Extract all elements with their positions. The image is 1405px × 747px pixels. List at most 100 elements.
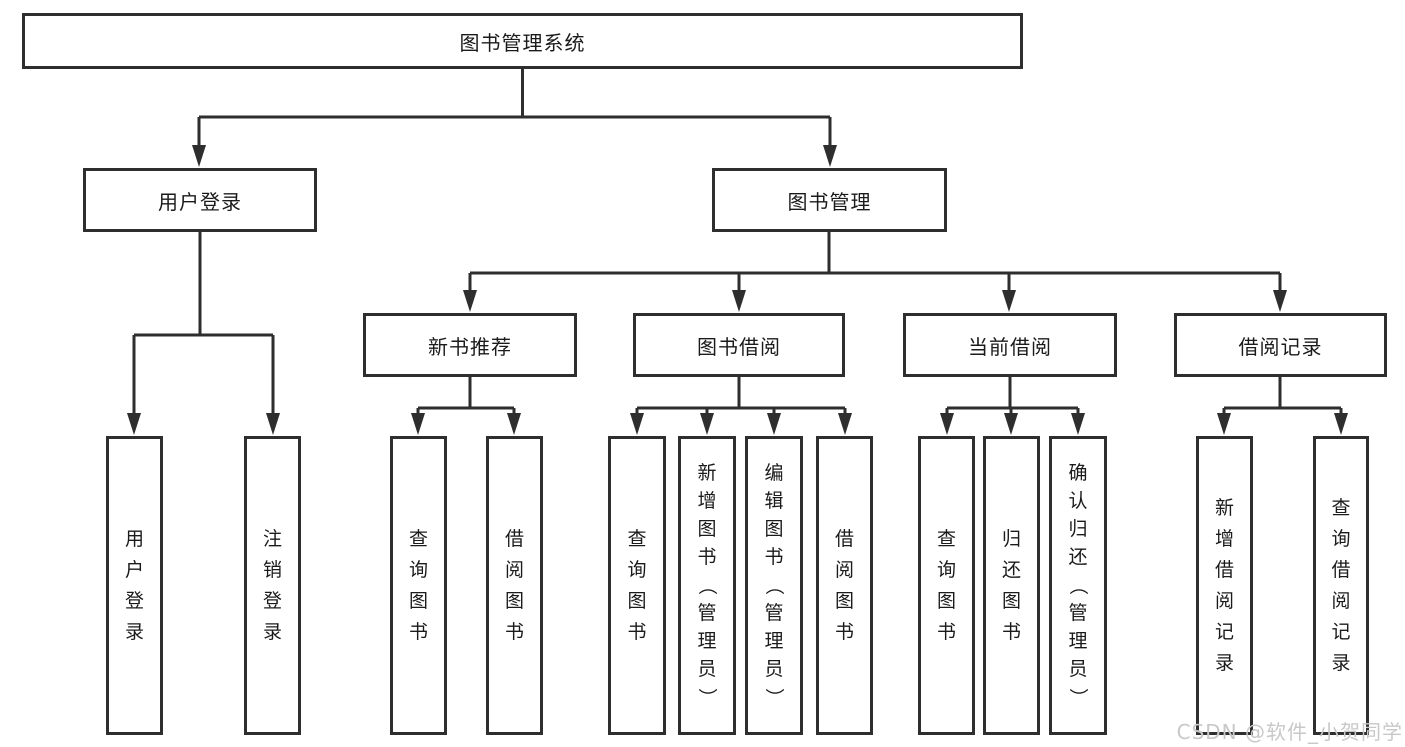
- arrowhead: [127, 413, 141, 435]
- arrowhead: [1004, 413, 1018, 435]
- watermark: CSDN @软件_小贺同学: [1176, 720, 1403, 744]
- vertical-char: 阅: [1214, 589, 1234, 612]
- vertical-char: 图: [764, 518, 784, 540]
- node-leaf-query-books-2: 查询图书: [608, 436, 666, 735]
- vertical-char: 图: [834, 589, 854, 612]
- vertical-char: 增: [697, 490, 717, 512]
- node-leaf-user-login: 用户登录: [106, 436, 163, 735]
- vertical-char: 书: [936, 620, 956, 643]
- vertical-char: 录: [1331, 651, 1351, 674]
- arrowhead: [1217, 413, 1231, 435]
- vertical-char: 录: [1214, 651, 1234, 674]
- node-leaf-return-books: 归还图书: [983, 436, 1040, 735]
- arrowhead: [732, 290, 746, 312]
- node-borrowing-records: 借阅记录: [1174, 313, 1387, 377]
- vertical-char: 图: [627, 589, 647, 612]
- node-new-book-recommend: 新书推荐: [363, 313, 577, 377]
- node-label-vertical: 查询借阅记录: [1331, 439, 1350, 732]
- node-label-vertical: 确认归还 （ 管理员 ）: [1067, 439, 1090, 732]
- vertical-char: 管: [1068, 602, 1088, 624]
- node-label-vertical: 查询图书: [627, 439, 646, 732]
- vertical-char: 查: [936, 527, 956, 550]
- vertical-char: 管: [697, 602, 717, 624]
- vertical-char: 登: [262, 589, 282, 612]
- vertical-char: 询: [936, 558, 956, 581]
- node-label-vertical: 借阅图书: [505, 439, 524, 732]
- node-label: 用户登录: [158, 189, 242, 214]
- vertical-char: 归: [1068, 518, 1088, 540]
- vertical-char: （: [1067, 575, 1090, 596]
- arrowhead: [507, 413, 521, 435]
- vertical-char: 图: [697, 518, 717, 540]
- vertical-char: 书: [408, 620, 428, 643]
- node-leaf-confirm-return: 确认归还 （ 管理员 ）: [1049, 436, 1107, 735]
- vertical-char: 借: [1331, 558, 1351, 581]
- vertical-char: 书: [1001, 620, 1021, 643]
- vertical-char: 图: [408, 589, 428, 612]
- arrowhead: [463, 290, 477, 312]
- vertical-char: 记: [1331, 620, 1351, 643]
- vertical-char: ）: [763, 687, 786, 708]
- connector-book-management-split: [468, 232, 1282, 291]
- vertical-char: 书: [627, 620, 647, 643]
- node-leaf-query-books-1: 查询图书: [390, 436, 447, 735]
- vertical-char: 书: [834, 620, 854, 643]
- node-label-vertical: 新增借阅记录: [1215, 439, 1234, 732]
- vertical-char: 书: [504, 620, 524, 643]
- vertical-char: 确: [1068, 462, 1088, 484]
- vertical-char: 理: [764, 630, 784, 652]
- vertical-char: 阅: [1331, 589, 1351, 612]
- arrowhead: [630, 413, 644, 435]
- vertical-char: 还: [1068, 546, 1088, 568]
- node-label-vertical: 查询图书: [937, 439, 956, 732]
- vertical-char: 辑: [764, 490, 784, 512]
- vertical-char: 归: [1001, 527, 1021, 550]
- vertical-char: 用: [124, 527, 144, 550]
- vertical-char: 员: [764, 658, 784, 680]
- vertical-char: 注: [262, 527, 282, 550]
- vertical-char: 员: [1068, 658, 1088, 680]
- vertical-char: 借: [834, 527, 854, 550]
- node-label: 借阅记录: [1238, 334, 1323, 359]
- vertical-char: 理: [1068, 630, 1088, 652]
- connector-borrowing-records-split: [1222, 377, 1343, 414]
- vertical-char: 认: [1068, 490, 1088, 512]
- vertical-char: 书: [697, 546, 717, 568]
- node-current-borrowing: 当前借阅: [903, 313, 1117, 377]
- vertical-char: 图: [936, 589, 956, 612]
- node-leaf-add-books: 新增图书（管理员）: [678, 436, 736, 735]
- node-user-login: 用户登录: [83, 168, 317, 232]
- vertical-char: 理: [697, 630, 717, 652]
- arrowhead: [838, 413, 852, 435]
- node-label-vertical: 查询图书: [409, 439, 428, 732]
- arrowhead: [1071, 413, 1085, 435]
- node-label: 图书借阅: [697, 334, 781, 359]
- node-leaf-edit-books: 编辑图书（管理员）: [745, 436, 803, 735]
- vertical-char: 查: [408, 527, 428, 550]
- vertical-char: 还: [1001, 558, 1021, 581]
- node-label-vertical: 注销登录: [263, 439, 282, 732]
- node-label-vertical: 归还图书: [1002, 439, 1021, 732]
- vertical-char: 登: [124, 589, 144, 612]
- node-leaf-logout: 注销登录: [244, 436, 301, 735]
- node-label: 图书管理: [787, 189, 872, 214]
- arrowhead: [1334, 413, 1348, 435]
- vertical-char: 录: [262, 620, 282, 643]
- vertical-char: 询: [1331, 527, 1351, 550]
- vertical-char: 编: [764, 462, 784, 484]
- arrowhead: [411, 413, 425, 435]
- vertical-char: 员: [697, 658, 717, 680]
- vertical-char: 图: [504, 589, 524, 612]
- vertical-char: 询: [627, 558, 647, 581]
- vertical-char: 书: [764, 546, 784, 568]
- connector-current-borrowing-split: [945, 377, 1080, 414]
- vertical-char: 阅: [504, 558, 524, 581]
- arrowhead: [1002, 290, 1016, 312]
- vertical-char: 销: [262, 558, 282, 581]
- vertical-char: （: [696, 575, 719, 596]
- node-label-vertical: 借阅图书: [835, 439, 854, 732]
- arrowhead: [192, 145, 206, 167]
- vertical-char: ）: [1067, 687, 1090, 708]
- vertical-char: 查: [1331, 496, 1351, 519]
